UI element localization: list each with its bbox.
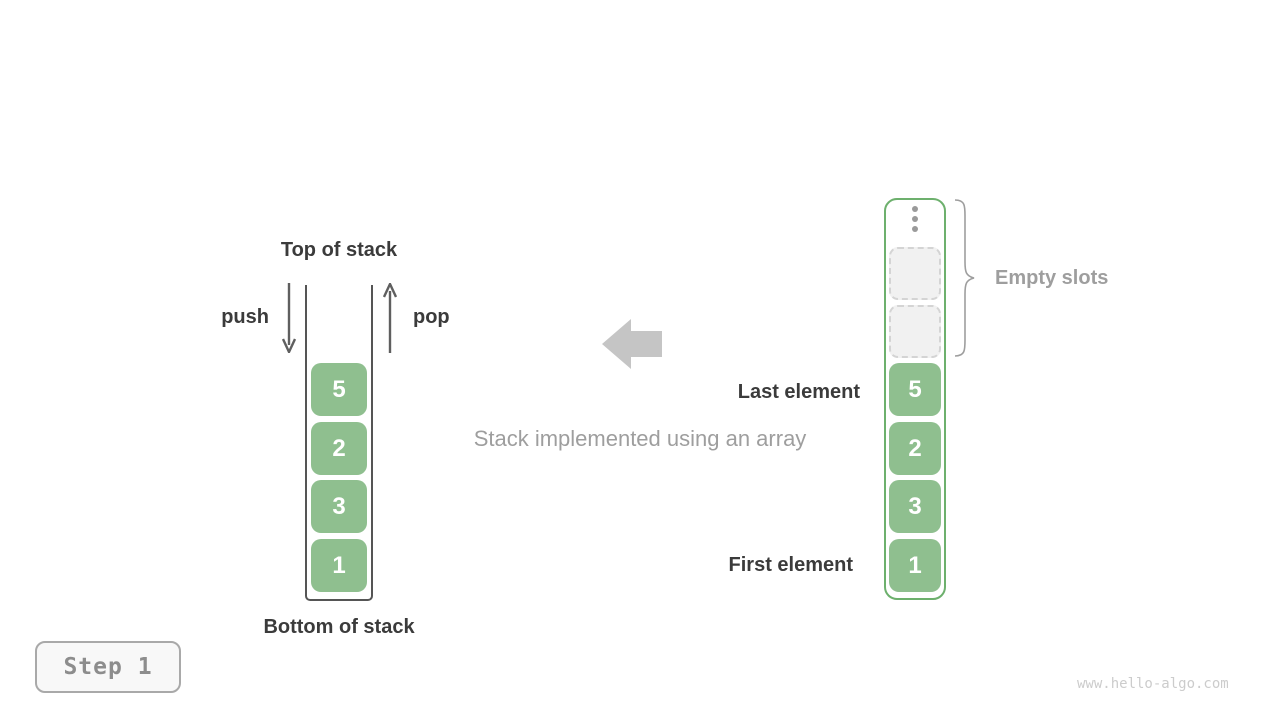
push-label: push: [221, 306, 269, 328]
pop-label: pop: [413, 306, 450, 328]
last-element-label: Last element: [737, 381, 860, 403]
top-of-stack-label: Top of stack: [280, 239, 398, 261]
left-arrow-icon: [602, 319, 662, 369]
bottom-of-stack-label: Bottom of stack: [263, 616, 415, 638]
ellipsis-icon: [884, 206, 946, 232]
empty-slot: [889, 247, 941, 300]
stack-element: 1: [311, 539, 367, 592]
watermark: www.hello-algo.com: [1077, 676, 1229, 692]
first-element-label: First element: [728, 554, 853, 576]
curly-brace-icon: [954, 199, 975, 357]
stack-element: 5: [311, 363, 367, 416]
array-element: 5: [889, 363, 941, 416]
push-down-arrow-icon: [282, 283, 296, 353]
empty-slot: [889, 305, 941, 358]
stack-element: 2: [311, 422, 367, 475]
stack-element: 3: [311, 480, 367, 533]
empty-slots-label: Empty slots: [995, 267, 1109, 289]
center-caption: Stack implemented using an array: [473, 426, 807, 451]
array-element: 3: [889, 480, 941, 533]
pop-up-arrow-icon: [383, 283, 397, 353]
array-element: 1: [889, 539, 941, 592]
step-badge: Step 1: [35, 641, 181, 693]
array-element: 2: [889, 422, 941, 475]
